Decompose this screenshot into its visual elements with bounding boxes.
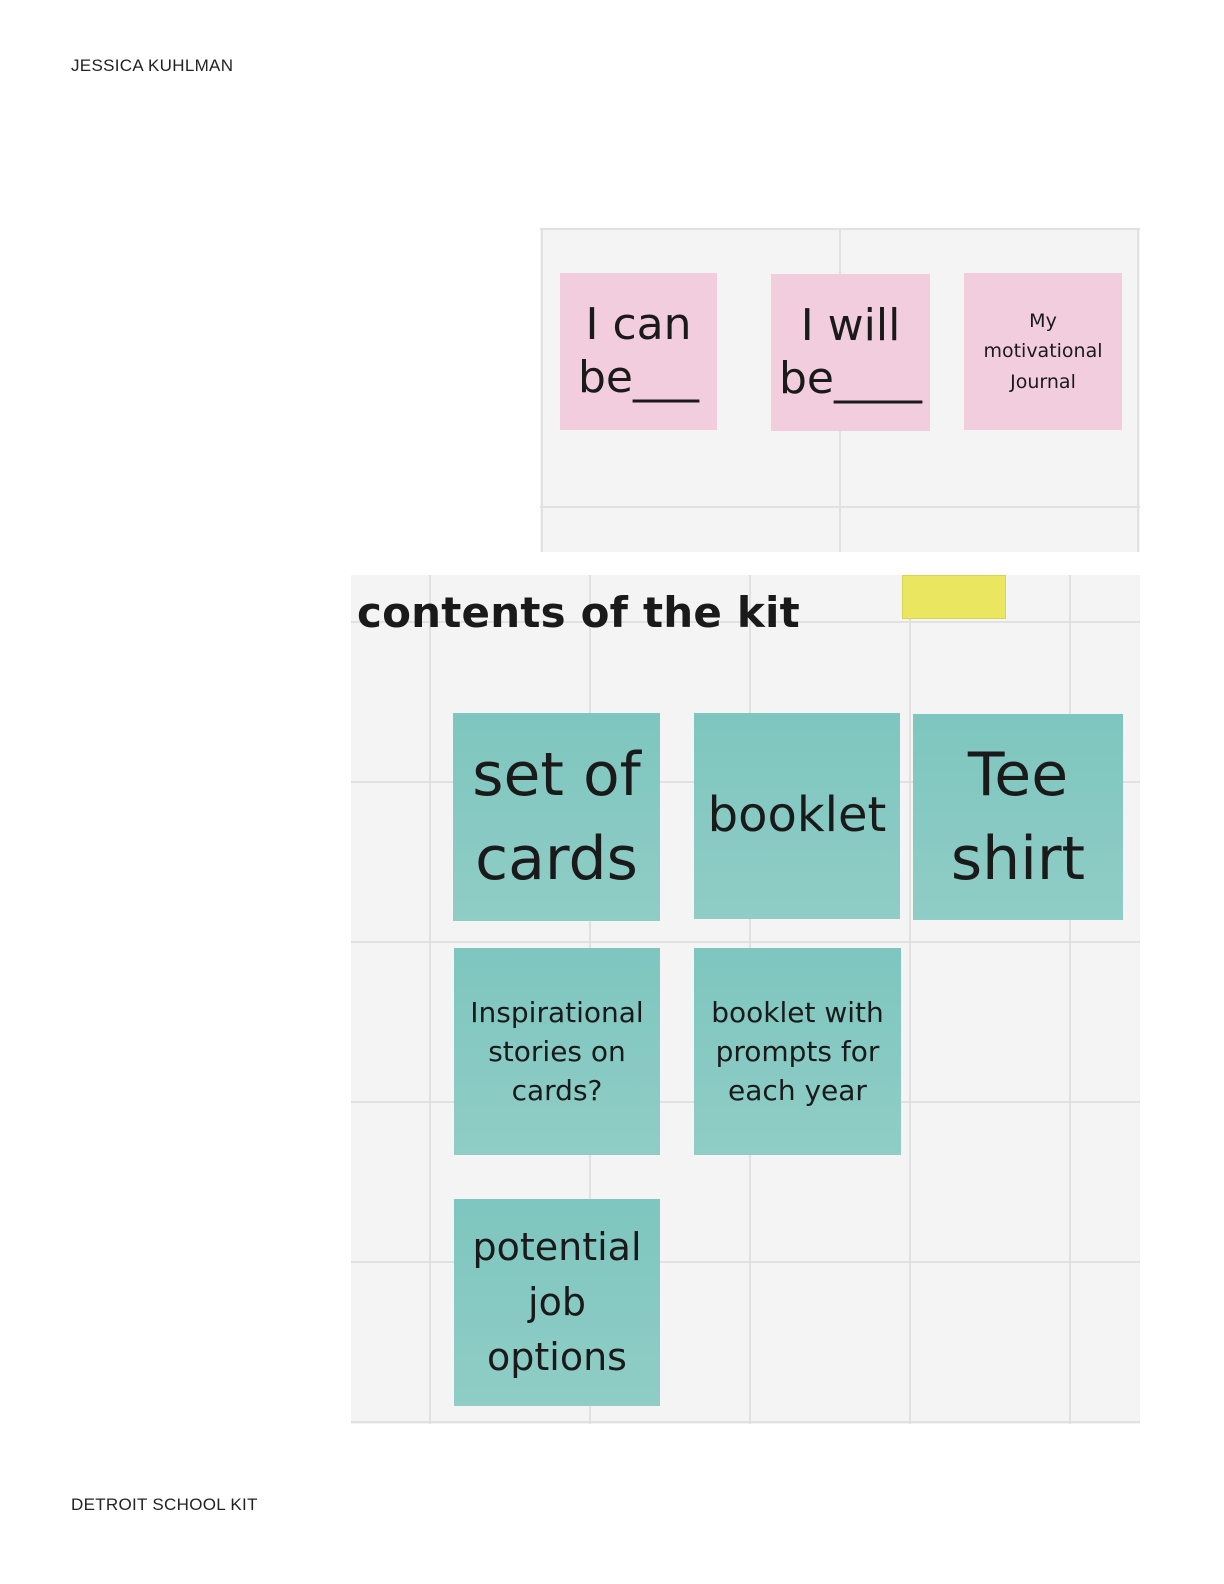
- sticky-note-i-will-be[interactable]: I will be____: [771, 274, 930, 440]
- sticky-note-yellow-blank[interactable]: [902, 575, 1006, 619]
- sticky-note-motivational-journal[interactable]: My motivational Journal: [964, 273, 1122, 439]
- sticky-note-booklet-with-prompts[interactable]: booklet with prompts for each year: [694, 948, 901, 1164]
- sticky-note-inspirational-stories[interactable]: Inspirational stories on cards?: [454, 948, 660, 1164]
- sticky-note-tee-shirt[interactable]: Tee shirt: [913, 714, 1123, 929]
- sticky-note-i-can-be[interactable]: I can be___: [560, 273, 717, 439]
- sticky-note-set-of-cards[interactable]: set of cards: [453, 713, 660, 930]
- board-title: contents of the kit: [357, 588, 800, 637]
- sticky-note-potential-job-options[interactable]: potential job options: [454, 1199, 660, 1415]
- author-name: JESSICA KUHLMAN: [71, 56, 234, 75]
- project-name: DETROIT SCHOOL KIT: [71, 1495, 258, 1514]
- sticky-note-booklet[interactable]: booklet: [694, 713, 900, 928]
